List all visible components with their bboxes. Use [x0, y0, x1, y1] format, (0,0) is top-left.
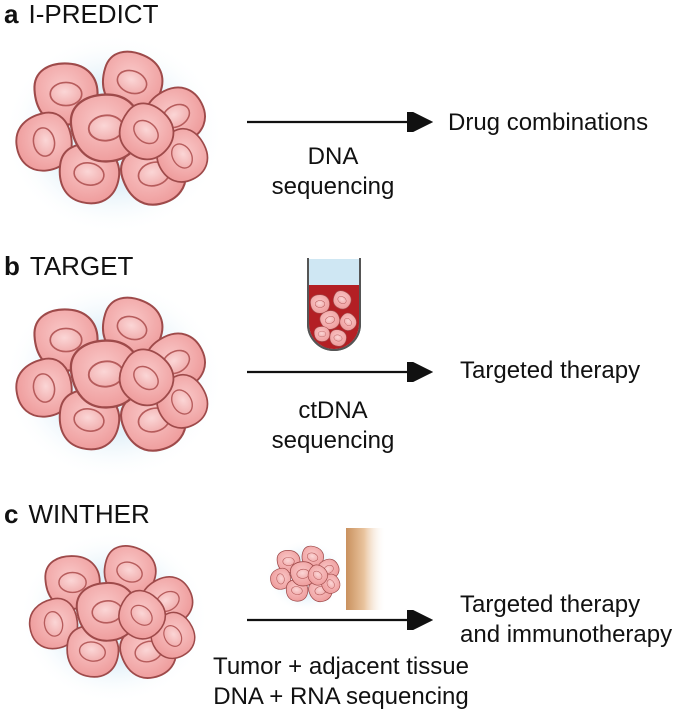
panel-c-title: WINTHER	[28, 499, 150, 529]
arrow-a	[247, 112, 434, 132]
panel-a-letter: a	[4, 0, 19, 29]
panel-b: b TARGET Targeted therapy ctDNA sequencin…	[0, 250, 694, 480]
blood-tube-icon	[307, 258, 361, 351]
tumor-cluster-icon	[4, 522, 224, 712]
panel-b-label: b TARGET	[4, 252, 133, 280]
panel-c-letter: c	[4, 499, 19, 529]
tumor-cluster-icon	[4, 270, 224, 490]
panel-c-outcome-line: and immunotherapy	[460, 621, 673, 648]
panel-c-outcome: Targeted therapy and immunotherapy	[460, 590, 672, 650]
adjacent-tissue-icon	[346, 528, 386, 610]
panel-b-title: TARGET	[29, 251, 134, 281]
panel-c-method: Tumor + adjacent tissue DNA + RNA sequen…	[196, 652, 486, 712]
panel-a-method: DNA sequencing	[258, 142, 408, 202]
panel-b-outcome: Targeted therapy	[460, 356, 640, 386]
panel-b-method-line: ctDNA	[298, 397, 368, 424]
small-tumor-icon	[266, 536, 346, 616]
panel-a: a I-PREDICT Drug combinations DNA sequenc…	[0, 0, 694, 240]
panel-b-outcome-line: Targeted therapy	[460, 357, 641, 384]
panel-b-method-line: sequencing	[271, 427, 395, 454]
panel-b-letter: b	[4, 251, 20, 281]
tumor-cluster-icon	[4, 24, 224, 244]
panel-c-method-line: Tumor + adjacent tissue	[213, 653, 469, 680]
panel-a-outcome-line: Drug combinations	[448, 109, 649, 136]
panel-b-method: ctDNA sequencing	[258, 396, 408, 456]
panel-c-method-line: DNA + RNA sequencing	[213, 683, 469, 710]
panel-c: c WINTHER Targeted therapy and immunother…	[0, 500, 694, 723]
panel-a-method-line: sequencing	[271, 173, 395, 200]
panel-c-outcome-line: Targeted therapy	[460, 591, 641, 618]
panel-a-outcome: Drug combinations	[448, 108, 648, 138]
arrow-c	[247, 610, 434, 630]
panel-a-method-line: DNA	[307, 143, 359, 170]
panel-a-label: a I-PREDICT	[4, 0, 158, 28]
panel-a-title: I-PREDICT	[28, 0, 159, 29]
arrow-b	[247, 362, 434, 382]
panel-c-label: c WINTHER	[4, 500, 150, 528]
